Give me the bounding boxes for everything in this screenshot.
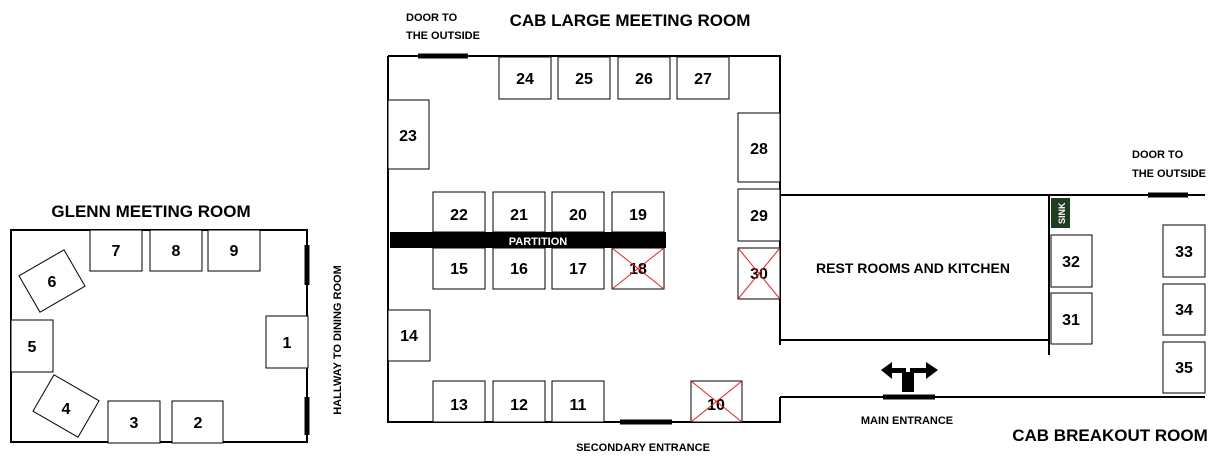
glenn-room-title: GLENN MEETING ROOM (51, 202, 250, 221)
svg-text:3: 3 (130, 415, 139, 432)
svg-text:5: 5 (28, 339, 37, 356)
booth-35[interactable]: 35 (1162, 341, 1206, 394)
booth-7[interactable]: 7 (89, 229, 143, 272)
booth-11[interactable]: 11 (551, 380, 605, 423)
partition-bar (390, 232, 666, 248)
booth-28[interactable]: 28 (737, 112, 781, 183)
rest-rooms-label: REST ROOMS AND KITCHEN (816, 260, 1010, 276)
svg-text:7: 7 (112, 243, 121, 260)
svg-text:24: 24 (516, 71, 534, 88)
booth-6[interactable]: 6 (18, 249, 86, 313)
booth-12[interactable]: 12 (492, 380, 546, 423)
booths-group: 1 2 3 4 5 6 7 8 9 10 11 12 13 14 15 16 1… (10, 56, 1206, 444)
svg-text:25: 25 (575, 71, 593, 88)
svg-text:6: 6 (48, 274, 57, 291)
booth-31[interactable]: 31 (1050, 292, 1093, 345)
booth-23[interactable]: 23 (387, 99, 430, 170)
svg-text:10: 10 (707, 397, 725, 414)
svg-text:1: 1 (283, 335, 292, 352)
booth-22[interactable]: 22 (432, 191, 486, 233)
booth-29[interactable]: 29 (737, 188, 781, 242)
unavailable-x-mark (611, 247, 665, 290)
svg-text:20: 20 (569, 207, 587, 224)
svg-text:11: 11 (570, 397, 587, 414)
sink-label: SINK (1057, 202, 1067, 224)
booth-4[interactable]: 4 (32, 374, 100, 438)
hallway-label: HALLWAY TO DINING ROOM (332, 265, 344, 415)
svg-text:34: 34 (1175, 302, 1193, 319)
svg-text:32: 32 (1062, 254, 1080, 271)
booth-14[interactable]: 14 (387, 309, 431, 362)
svg-text:21: 21 (510, 207, 528, 224)
booth-5[interactable]: 5 (10, 319, 54, 373)
cab-breakout-room-title: CAB BREAKOUT ROOM (1012, 426, 1208, 445)
svg-text:27: 27 (694, 71, 712, 88)
svg-text:2: 2 (194, 415, 203, 432)
svg-text:16: 16 (510, 261, 528, 278)
booth-25[interactable]: 25 (557, 56, 611, 100)
secondary-entrance-label: SECONDARY ENTRANCE (576, 442, 710, 454)
svg-text:29: 29 (750, 208, 768, 225)
sink (1051, 198, 1070, 228)
booth-9[interactable]: 9 (207, 229, 261, 272)
door-outside-right-label-line2: THE OUTSIDE (1132, 168, 1206, 180)
svg-text:31: 31 (1062, 312, 1080, 329)
door-outside-right-label-line1: DOOR TO (1132, 149, 1184, 161)
svg-text:17: 17 (569, 261, 587, 278)
svg-text:15: 15 (450, 261, 468, 278)
svg-text:9: 9 (230, 243, 239, 260)
booth-21[interactable]: 21 (492, 191, 546, 233)
booth-8[interactable]: 8 (149, 229, 203, 272)
booth-16[interactable]: 16 (492, 247, 546, 290)
svg-text:19: 19 (629, 207, 647, 224)
booth-19[interactable]: 19 (611, 191, 665, 233)
booth-32[interactable]: 32 (1050, 234, 1093, 288)
svg-text:35: 35 (1175, 360, 1193, 377)
booth-27[interactable]: 27 (676, 56, 730, 100)
svg-text:14: 14 (400, 328, 418, 345)
booth-18[interactable]: 18 (611, 247, 665, 290)
svg-text:28: 28 (750, 141, 768, 158)
split-arrow-icon (881, 362, 938, 392)
svg-text:8: 8 (172, 243, 181, 260)
svg-text:22: 22 (450, 207, 468, 224)
booth-3[interactable]: 3 (107, 400, 161, 444)
unavailable-x-mark (690, 380, 743, 423)
booth-26[interactable]: 26 (617, 56, 671, 100)
unavailable-x-mark (737, 247, 781, 300)
booth-13[interactable]: 13 (432, 380, 486, 423)
booth-15[interactable]: 15 (432, 247, 486, 290)
svg-text:26: 26 (635, 71, 653, 88)
booth-30[interactable]: 30 (737, 247, 781, 300)
booth-24[interactable]: 24 (498, 56, 552, 100)
booth-1[interactable]: 1 (265, 315, 309, 369)
door-outside-left-label-line2: THE OUTSIDE (406, 30, 480, 42)
svg-text:12: 12 (510, 397, 528, 414)
main-entrance-label: MAIN ENTRANCE (861, 415, 953, 427)
cab-large-room-title: CAB LARGE MEETING ROOM (510, 11, 751, 30)
booth-10[interactable]: 10 (690, 380, 743, 423)
svg-text:13: 13 (450, 397, 468, 414)
svg-text:33: 33 (1175, 244, 1193, 261)
booth-17[interactable]: 17 (551, 247, 605, 290)
svg-text:23: 23 (399, 128, 417, 145)
booth-33[interactable]: 33 (1162, 224, 1206, 278)
svg-text:4: 4 (62, 401, 71, 418)
partition-label: PARTITION (509, 236, 568, 248)
booth-20[interactable]: 20 (551, 191, 605, 233)
door-outside-left-label-line1: DOOR TO (406, 12, 458, 24)
booth-34[interactable]: 34 (1162, 283, 1206, 336)
booth-2[interactable]: 2 (171, 400, 224, 444)
